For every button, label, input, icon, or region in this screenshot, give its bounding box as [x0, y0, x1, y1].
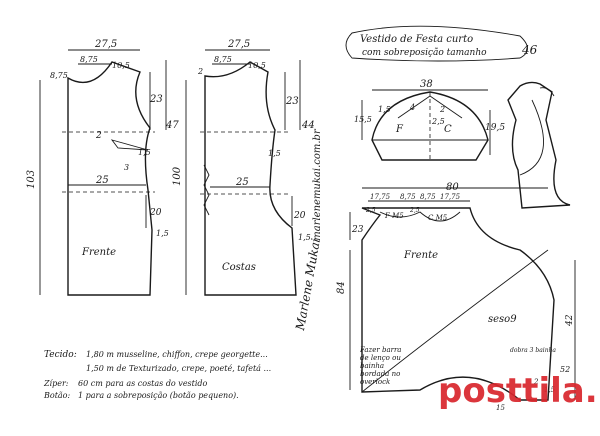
overlay-sub-c: 8,75: [420, 193, 436, 201]
materials-title: Tecido:: [44, 350, 77, 360]
overlay-side: 23: [351, 225, 364, 235]
sleeve-front-mark: F: [395, 124, 404, 135]
signature: Marlene Mukai: [293, 237, 323, 332]
overlay-total: 84: [336, 281, 347, 294]
site-vertical-text: marlenemukai.com.br: [312, 128, 323, 241]
front-dart-a: 2: [95, 131, 102, 141]
overlay-small: 52: [560, 365, 570, 374]
overlay-b2: 1,5: [544, 386, 556, 394]
sleeve-piece: 38 15,5 1,5 19,5 F C 4 2 2,5: [354, 79, 505, 161]
overlay-bias-text: seso9: [488, 314, 517, 325]
materials-line1: 1,80 m musseline, chiffon, crepe georget…: [86, 350, 268, 359]
sleeve-note-2: 2: [439, 105, 445, 114]
title-block: Vestido de Festa curto com sobreposição …: [345, 25, 538, 62]
sleeve-side: 19,5: [485, 123, 505, 133]
overlay-label: Frente: [403, 250, 438, 261]
overlay-sub-b: 8,75: [400, 193, 416, 201]
front-dart-c: 1,5: [138, 148, 151, 157]
back-side-waist: 1,5: [268, 149, 281, 158]
title-line1: Vestido de Festa curto: [360, 34, 473, 45]
materials-btn-label: Botão:: [43, 391, 70, 400]
sleeve-width: 38: [420, 79, 433, 90]
front-side-hem: 1,5: [156, 229, 169, 238]
materials-block: Tecido: 1,80 m musseline, chiffon, crepe…: [43, 350, 271, 400]
materials-zip-label: Zíper:: [43, 379, 69, 388]
front-label: Frente: [81, 247, 116, 258]
materials-btn: 1 para a sobreposição (botão pequeno).: [78, 391, 239, 400]
front-piece: 27,5 8,75 10,5 8,75 23 47 2 3 1,5 103 25…: [26, 39, 179, 296]
overlay-cut: 15: [496, 404, 505, 412]
sleeve-cap-height: 15,5: [354, 115, 372, 124]
front-hip-depth: 20: [149, 208, 162, 218]
back-width: 27,5: [227, 39, 250, 50]
overlay-hem-note: Fazer barra de lenço ou bainha bordada n…: [360, 346, 402, 386]
overlay-back-mark: C M5: [428, 214, 448, 222]
front-waist: 25: [95, 175, 109, 186]
front-dart-b: 3: [124, 163, 129, 172]
overlay-hem-note-box: Fazer barra de lenço ou bainha bordada n…: [360, 346, 402, 386]
overlay-b1: 2: [533, 378, 539, 386]
back-neck-depth: 2: [197, 67, 203, 76]
overlay-hem-note-2: dobra 3 bainha: [510, 347, 556, 354]
front-neck-depth: 8,75: [50, 71, 68, 80]
front-waist-length: 47: [165, 120, 179, 131]
back-piece: 27,5 8,75 10,5 2 23 44 100 25 1,5 20 1,5…: [172, 39, 315, 296]
back-shoulder: 10,5: [248, 61, 266, 70]
overlay-neck-right: 2,5: [409, 207, 420, 214]
sleeve-half: 1,5: [378, 105, 391, 114]
title-line2: com sobreposição tamanho: [362, 47, 487, 58]
front-neck-width: 8,75: [80, 55, 98, 64]
overlay-width: 80: [446, 182, 459, 193]
sleeve-note-3: 2,5: [431, 117, 445, 126]
title-size: 46: [521, 43, 538, 57]
front-total-length: 103: [26, 170, 37, 189]
overlay-neck-left: 2,5: [365, 207, 376, 214]
overlay-sub-d: 17,75: [440, 193, 461, 201]
back-neck-width: 8,75: [214, 55, 232, 64]
back-waist: 25: [235, 177, 249, 188]
back-label: Costas: [222, 262, 256, 273]
overlay-piece: 80 17,75 8,75 8,75 17,75 2,5 2,5 F M5 C …: [336, 182, 576, 412]
dress-sketch: [507, 81, 571, 209]
overlay-right: 42: [565, 314, 575, 327]
overlay-front-mark: F M5: [384, 212, 404, 220]
overlay-sub-a: 17,75: [370, 193, 391, 201]
back-armhole: 23: [285, 96, 299, 107]
materials-zip: 60 cm para as costas do vestido: [78, 379, 208, 388]
back-hip-depth: 20: [293, 211, 306, 221]
materials-line2: 1,50 m de Texturizado, crepe, poeté, taf…: [86, 364, 271, 373]
sleeve-note-1: 4: [409, 103, 415, 112]
back-waist-length: 44: [301, 120, 315, 131]
back-total-length: 100: [172, 166, 183, 186]
front-shoulder: 10,5: [112, 61, 130, 70]
front-width: 27,5: [94, 39, 117, 50]
watermark: posttila.ru: [438, 371, 600, 411]
watermark-text: posttila.ru: [438, 371, 600, 411]
back-side-hem: 1,5: [298, 233, 311, 242]
sleeve-back-mark: C: [444, 124, 452, 135]
front-armhole: 23: [149, 94, 163, 105]
